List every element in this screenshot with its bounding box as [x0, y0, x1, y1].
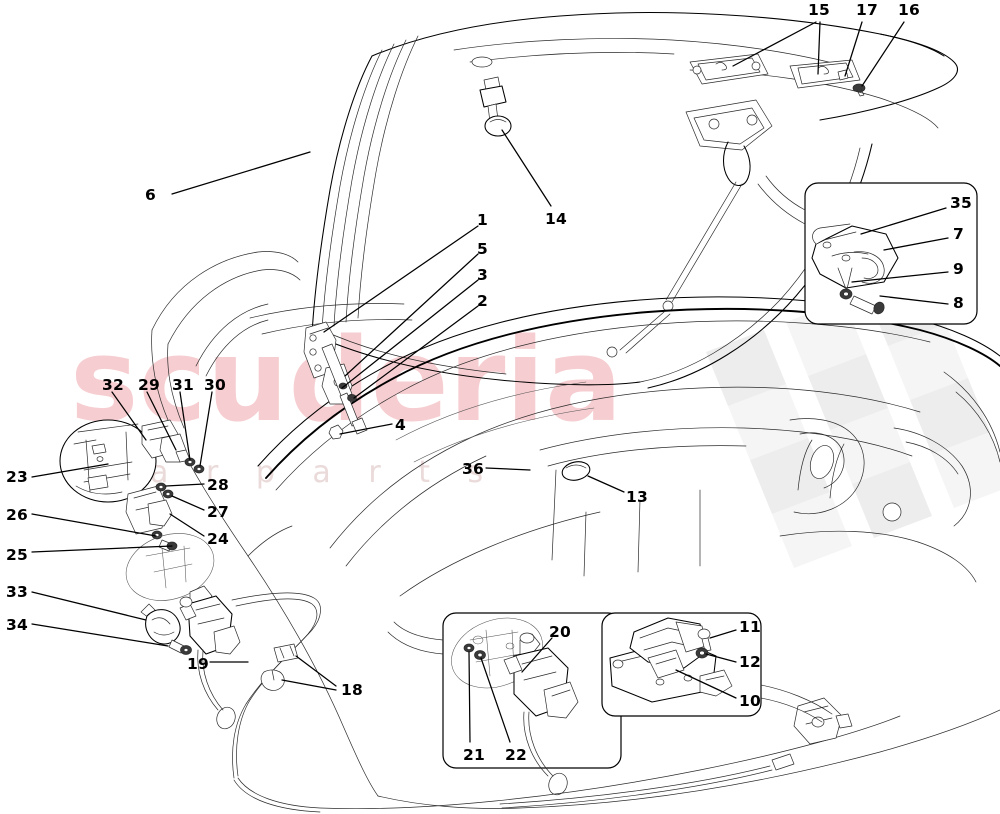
leader-33: [31, 591, 147, 621]
lock-barrel-33-34: [140, 603, 192, 655]
leader-23: [31, 463, 109, 478]
callout-1: 1: [477, 211, 488, 229]
lid-buffer-bump-stop: [471, 56, 512, 137]
checkered-flag-watermark: [706, 270, 1000, 568]
callout-24: 24: [207, 530, 229, 548]
leader-4: [339, 423, 393, 435]
callout-13: 13: [626, 488, 648, 506]
callout-4: 4: [395, 416, 406, 434]
callout-14: 14: [545, 210, 567, 228]
leader-7: [883, 237, 949, 251]
lower-flap-outline-25: [125, 533, 215, 601]
leader-22: [480, 657, 511, 743]
trunk-compartment-body: [257, 296, 1000, 597]
leader-20: [521, 637, 553, 673]
striker-detail-panel: [757, 175, 978, 325]
callout-19: 19: [187, 655, 209, 673]
latch-actuator-panel: [387, 612, 622, 796]
callout-6: 6: [145, 186, 156, 204]
leader-10: [675, 669, 737, 699]
leader-35: [860, 207, 947, 235]
leader-1: [323, 225, 479, 333]
callout-11: 11: [739, 618, 761, 636]
callout-3: 3: [477, 266, 488, 284]
leader-5: [344, 253, 479, 377]
leader-27: [171, 495, 205, 511]
callout-25: 25: [6, 546, 28, 564]
callout-26: 26: [6, 506, 28, 524]
leader-32: [111, 391, 147, 441]
callout-8: 8: [953, 294, 964, 312]
luggage-compartment-lid: [311, 12, 958, 389]
leader-30: [199, 391, 213, 467]
callout-5: 5: [477, 240, 488, 258]
callout-2: 2: [477, 292, 488, 310]
callout-22: 22: [505, 746, 527, 764]
leader-2: [353, 305, 479, 399]
callout-34: 34: [6, 616, 28, 634]
leader-6: [171, 151, 311, 195]
callout-21: 21: [463, 746, 485, 764]
latch-actuator-assembly: [179, 585, 241, 730]
lock-mechanism-panel: [601, 612, 833, 723]
leader-9: [851, 271, 949, 283]
leader-21: [468, 651, 471, 743]
callout-17: 17: [856, 1, 878, 19]
callout-18: 18: [341, 681, 363, 699]
leader-26: [31, 513, 157, 537]
callout-9: 9: [953, 260, 964, 278]
lid-hinge-and-gas-strut: [303, 321, 368, 440]
leader-24: [169, 513, 205, 537]
leader-29: [146, 391, 177, 451]
leader-16: [861, 21, 905, 87]
callout-16: 16: [898, 1, 920, 19]
car-body-outline: [151, 251, 1000, 809]
flap-hinge-hardware-cluster: [125, 419, 205, 552]
callout-27: 27: [207, 503, 229, 521]
leader-18-a: [295, 655, 337, 687]
leader-25: [31, 545, 173, 553]
callout-28: 28: [207, 476, 229, 494]
leader-28: [165, 483, 205, 487]
leader-3: [341, 279, 479, 389]
leader-15-a: [732, 21, 817, 67]
leader-17: [844, 21, 863, 77]
callout-20: 20: [549, 623, 571, 641]
leader-34: [31, 623, 169, 647]
callout-35: 35: [950, 194, 972, 212]
callout-33: 33: [6, 583, 28, 601]
rear-lock-catch: [499, 697, 853, 809]
callout-31: 31: [172, 376, 194, 394]
callout-30: 30: [204, 376, 226, 394]
leader-11: [709, 629, 737, 639]
leader-14: [501, 129, 552, 207]
leader-8: [879, 295, 949, 305]
leader-13: [587, 475, 625, 493]
callout-12: 12: [739, 653, 761, 671]
callout-36: 36: [462, 460, 484, 478]
trunk-flap-disc-23: [59, 419, 157, 503]
callout-32: 32: [102, 376, 124, 394]
callout-15: 15: [808, 1, 830, 19]
callout-10: 10: [739, 692, 761, 710]
leader-36: [485, 467, 531, 471]
leader-12: [705, 653, 737, 663]
leader-31: [179, 391, 191, 461]
leader-18-b: [281, 679, 337, 691]
callout-7: 7: [953, 225, 964, 243]
callout-23: 23: [6, 468, 28, 486]
leader-15-b: [817, 21, 821, 75]
callout-29: 29: [138, 376, 160, 394]
lid-striker-plates: [689, 53, 866, 97]
